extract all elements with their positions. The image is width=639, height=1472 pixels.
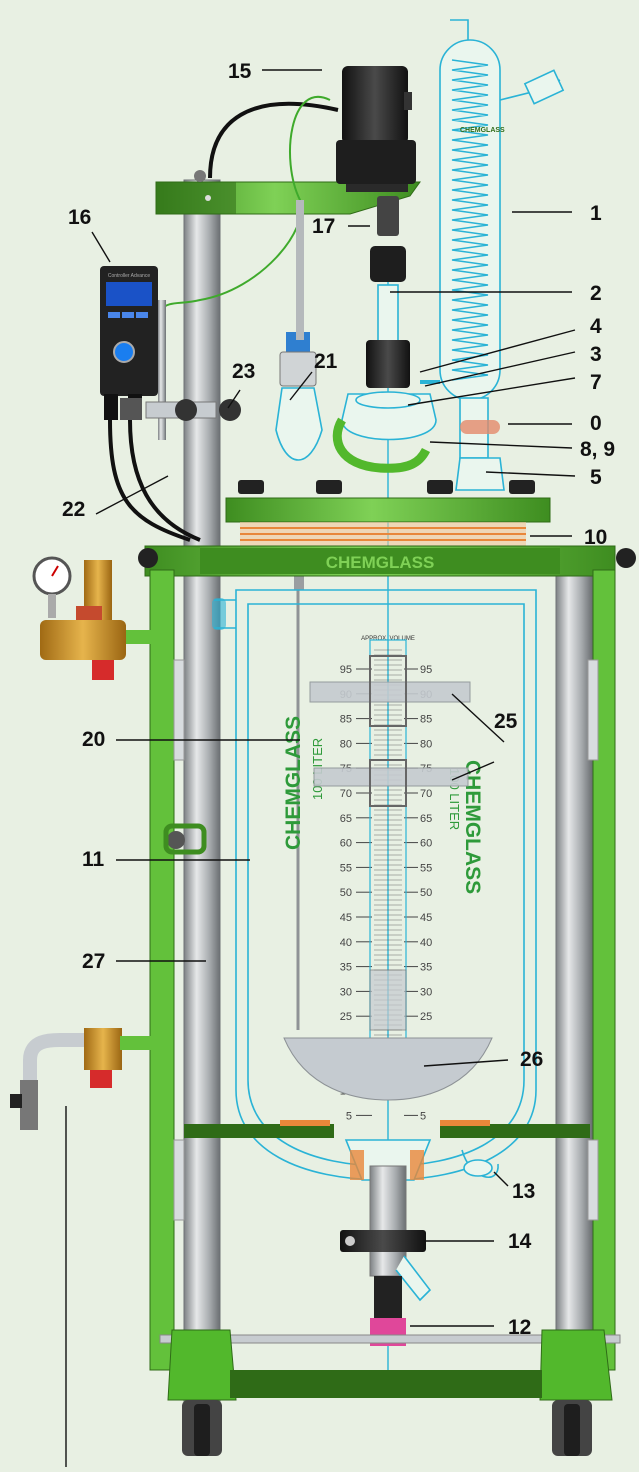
condenser: CHEMGLASS	[420, 19, 565, 459]
bottom-drain-valve	[340, 1139, 499, 1346]
stand-base	[159, 1329, 621, 1456]
scale-mark-right: 25	[420, 1011, 432, 1023]
rod-clamp	[120, 398, 241, 421]
shaft-coupling	[370, 196, 406, 282]
frame-top-bar: CHEMGLASS	[138, 545, 636, 577]
lid-knobs	[238, 480, 535, 494]
callout-4: 4	[590, 315, 602, 338]
scale-mark-left: 40	[340, 937, 352, 949]
scale-mark-left: 70	[340, 788, 352, 800]
reactor-lid-plate	[225, 497, 551, 548]
frame-left-rail	[149, 569, 175, 1371]
scale-mark-left: 45	[340, 912, 352, 924]
scale-mark-left: 30	[340, 986, 352, 998]
scale-mark-left: 5	[346, 1110, 352, 1122]
frame-logo: CHEMGLASS	[326, 553, 435, 572]
callout-22: 22	[62, 498, 85, 521]
motor-cable	[208, 101, 339, 179]
hinge-right-top	[587, 659, 599, 761]
callout-27: 27	[82, 950, 105, 973]
callout-12: 12	[508, 1316, 531, 1339]
callout-26: 26	[520, 1048, 543, 1071]
scale-mark-right: 70	[420, 788, 432, 800]
scale-mark-left: 95	[340, 664, 352, 676]
scale-mark-left: 25	[340, 1011, 352, 1023]
callout-17: 17	[312, 215, 335, 238]
scale-mark-right: 95	[420, 664, 432, 676]
scale-mark-right: 30	[420, 986, 432, 998]
temperature-probe-upper	[296, 200, 304, 340]
callout-3: 3	[590, 343, 602, 366]
scale-mark-right: 45	[420, 912, 432, 924]
callout-23: 23	[232, 360, 255, 383]
condenser-logo: CHEMGLASS	[460, 127, 505, 134]
stirrer-bearing	[341, 284, 437, 441]
scale-mark-right: 55	[420, 862, 432, 874]
scale-mark-right: 35	[420, 962, 432, 974]
scale-mark-left: 85	[340, 714, 352, 726]
scale-mark-left: 65	[340, 813, 352, 825]
scale-mark-left: 50	[340, 887, 352, 899]
lid-port-right	[455, 457, 505, 491]
rod-hook	[163, 823, 207, 855]
callout-8-9: 8, 9	[580, 438, 615, 461]
callout-1: 1	[590, 202, 602, 225]
callout-14: 14	[508, 1230, 532, 1253]
callout-0: 0	[590, 412, 602, 435]
callout-21: 21	[314, 350, 338, 373]
scale-mark-right: 40	[420, 937, 432, 949]
anchor-impeller	[283, 1037, 493, 1101]
scale-mark-left: 80	[340, 738, 352, 750]
vessel-logo-right: CHEMGLASS	[461, 760, 484, 894]
controller: Controller Advance	[100, 266, 158, 420]
lid-clamp	[332, 417, 431, 473]
callout-10: 10	[584, 526, 607, 549]
support-rod-right	[555, 554, 593, 1386]
shaft-lower-sleeve	[369, 969, 407, 1031]
scale-mark-left: 55	[340, 862, 352, 874]
callout-16: 16	[68, 206, 91, 229]
scale-mark-left: 35	[340, 962, 352, 974]
vessel-support-bar	[184, 1120, 590, 1138]
callout-7: 7	[590, 371, 602, 394]
controller-cable-1	[108, 419, 191, 542]
callout-20: 20	[82, 728, 105, 751]
controller-cable-2	[128, 419, 201, 542]
controller-mount-rod	[158, 300, 166, 440]
scale-mark-right: 65	[420, 813, 432, 825]
vessel-logo-left: CHEMGLASS	[282, 716, 305, 850]
callout-25: 25	[494, 710, 518, 733]
controller-label: Controller Advance	[108, 273, 150, 279]
callout-11: 11	[82, 848, 105, 871]
sensor-cable	[159, 96, 331, 311]
callout-labels: 1 2 4 3 7 0 8, 9 5 10 15 16 17 21 23 22 …	[62, 60, 615, 1339]
scale-mark-left: 60	[340, 838, 352, 850]
hinge-left-top	[173, 659, 185, 761]
relief-valve-assembly	[32, 556, 156, 680]
scale-header: APPROX. VOLUME	[361, 636, 415, 642]
hinge-left-bottom	[173, 1139, 185, 1221]
scale-mark-right: 85	[420, 714, 432, 726]
stirrer-motor	[336, 66, 416, 192]
scale-mark-right: 80	[420, 738, 432, 750]
scale-mark-right: 60	[420, 838, 432, 850]
callout-13: 13	[512, 1180, 535, 1203]
impeller-shaft-body	[369, 639, 407, 1061]
scale-mark-right: 5	[420, 1110, 426, 1122]
callout-15: 15	[228, 60, 252, 83]
impeller-middle	[313, 759, 469, 807]
support-rod-left	[183, 179, 221, 1421]
hinge-right-bottom	[587, 1139, 599, 1221]
callout-5: 5	[590, 466, 602, 489]
condenser-coil	[451, 59, 489, 381]
scale-mark-right: 50	[420, 887, 432, 899]
jacket-outlet	[10, 1028, 156, 1130]
callout-2: 2	[590, 282, 602, 305]
leader-lines	[65, 69, 576, 1467]
impeller-upper	[309, 655, 471, 727]
